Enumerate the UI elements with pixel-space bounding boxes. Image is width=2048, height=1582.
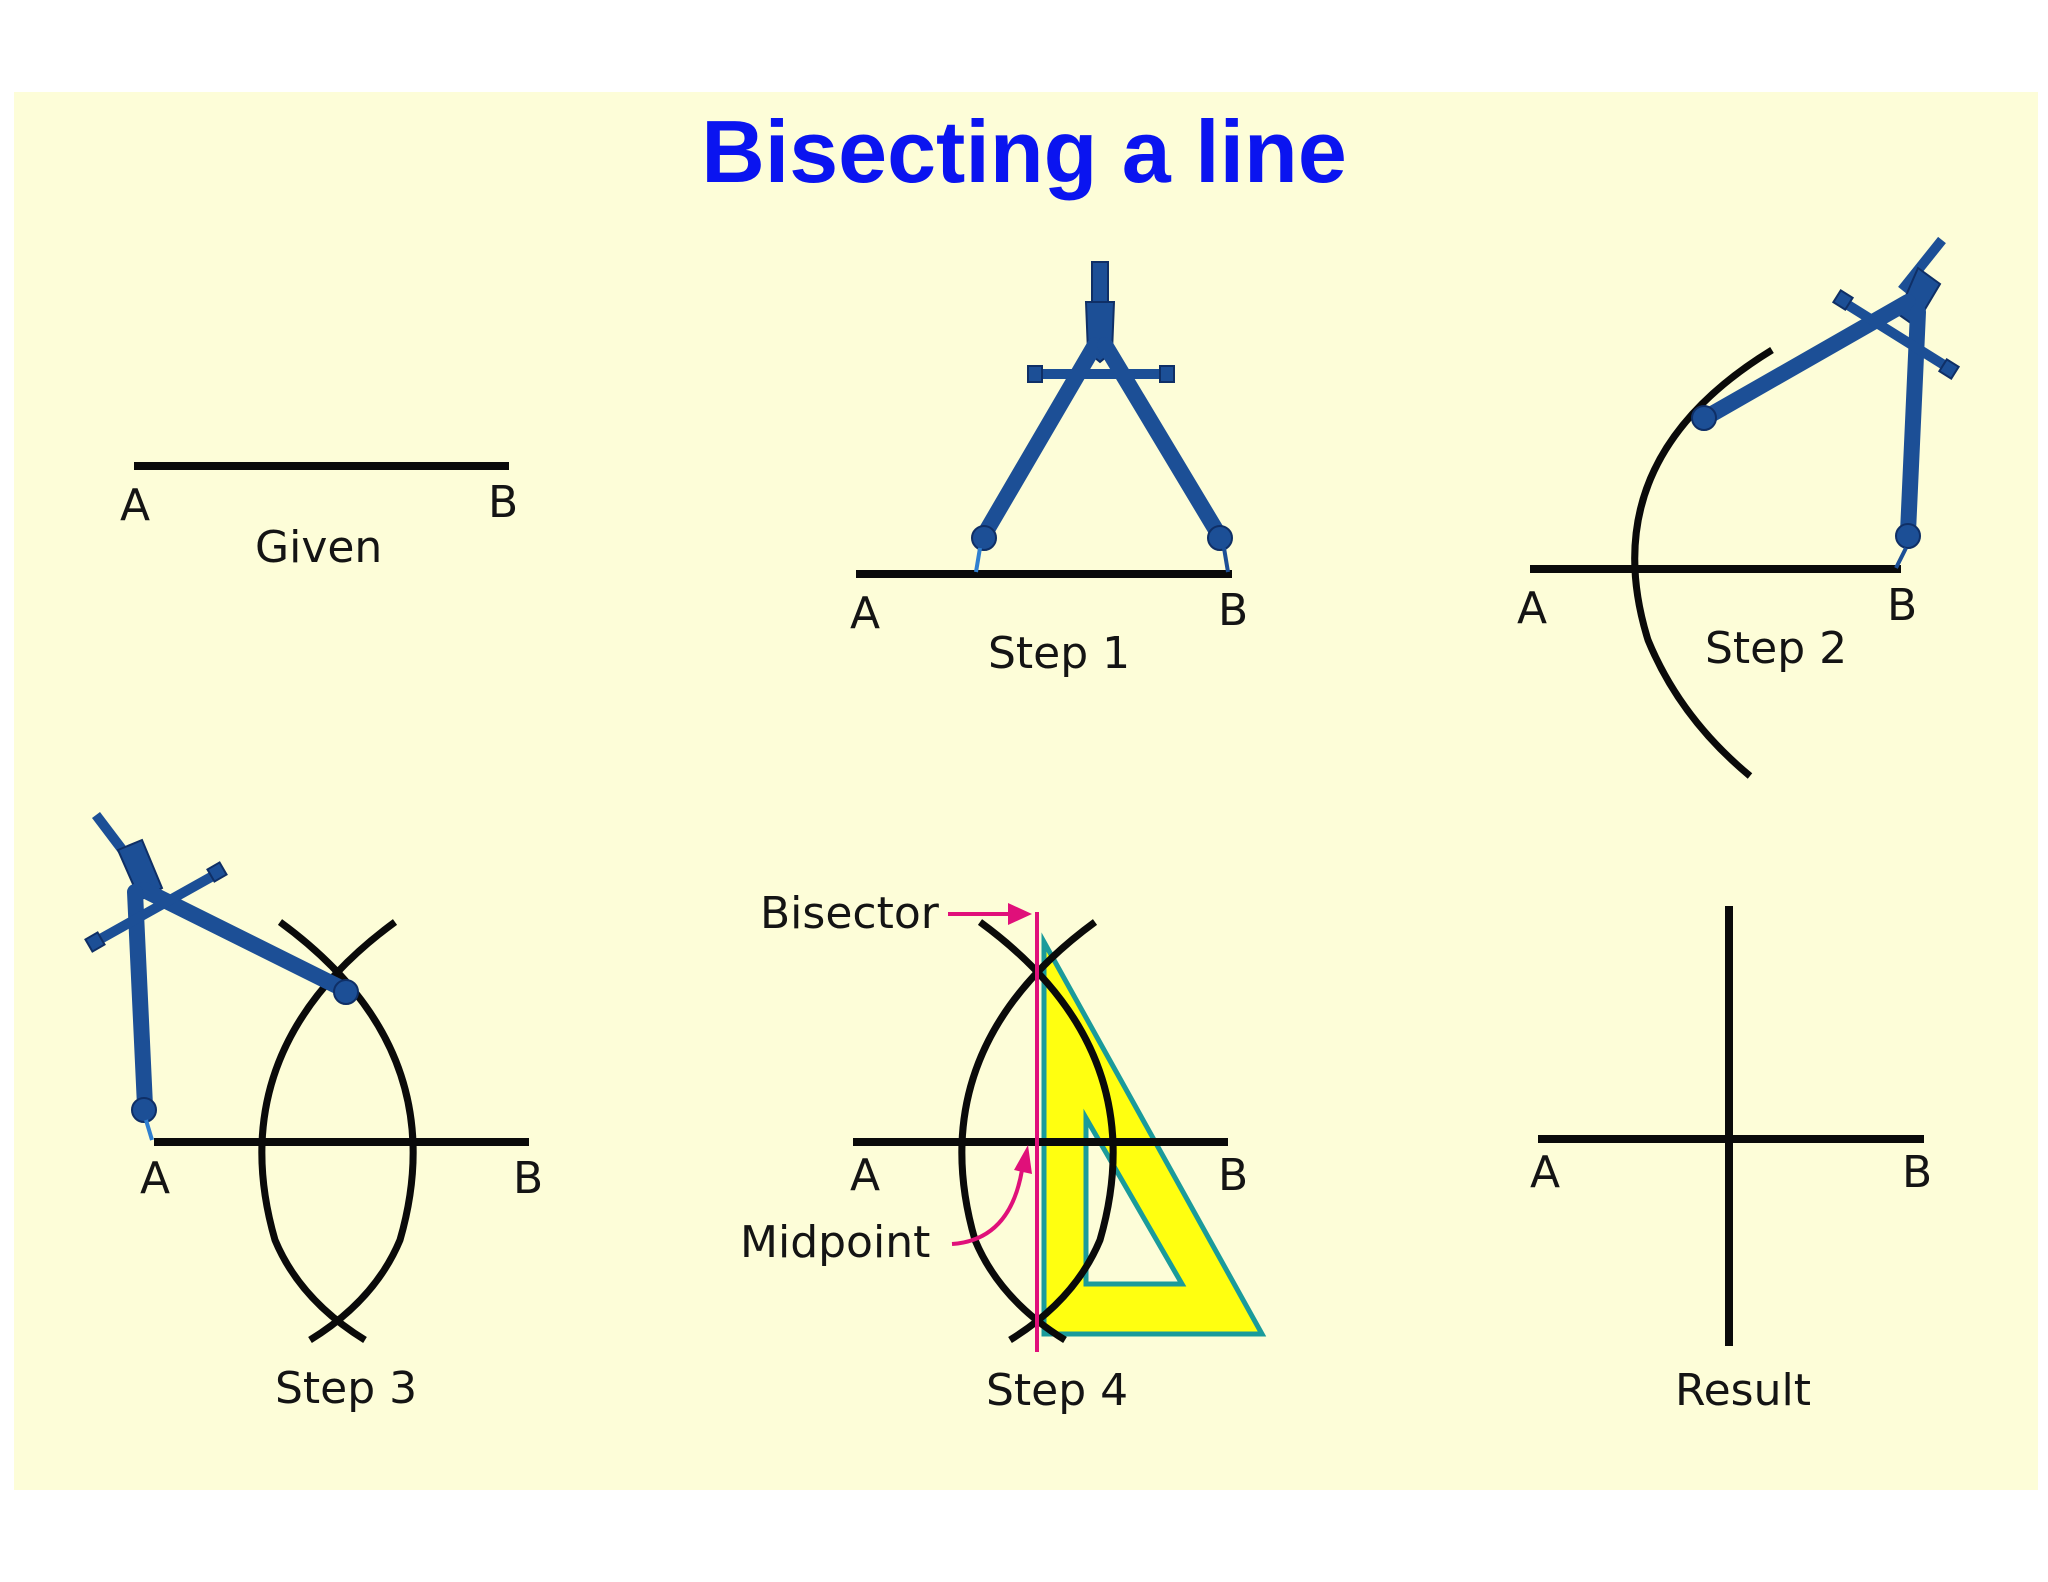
bisector-arrow (948, 903, 1032, 925)
construction-arc-right (977, 919, 1117, 1343)
point-a-label: A (120, 480, 150, 531)
compass-icon (1691, 236, 1961, 569)
point-b-label: B (1902, 1147, 1932, 1198)
point-b-label: B (1887, 580, 1917, 631)
panel-caption: Given (255, 522, 382, 573)
panel-step-4: A B Step 4 Bisector Midpoint (740, 888, 1267, 1416)
midpoint-label: Midpoint (740, 1217, 930, 1268)
panel-step-2: A B Step 2 (1517, 236, 1961, 779)
point-b-label: B (1218, 1150, 1248, 1201)
point-a-label: A (1530, 1147, 1560, 1198)
construction-arc-left (258, 919, 398, 1343)
compass-icon (971, 261, 1233, 573)
page-title: Bisecting a line (701, 102, 1347, 201)
point-a-label: A (850, 1150, 880, 1201)
bisector-label: Bisector (760, 888, 940, 939)
panel-caption: Step 1 (988, 628, 1130, 679)
panel-result: A B Result (1530, 906, 1932, 1416)
panel-caption: Step 4 (986, 1365, 1128, 1416)
point-b-label: B (513, 1153, 543, 1204)
point-a-label: A (850, 588, 880, 639)
panel-caption: Step 3 (275, 1363, 417, 1414)
diagram-background (14, 92, 2038, 1490)
panel-caption: Step 2 (1705, 623, 1847, 674)
panel-given: A B Given (120, 462, 518, 573)
midpoint-arrow (951, 1145, 1032, 1246)
construction-arc-left (958, 919, 1098, 1343)
point-a-label: A (140, 1153, 170, 1204)
panel-caption: Result (1675, 1365, 1811, 1416)
point-b-label: B (1218, 585, 1248, 636)
compass-icon (84, 811, 359, 1141)
panel-step-3: A B Step 3 (84, 811, 543, 1414)
point-a-label: A (1517, 583, 1547, 634)
point-b-label: B (488, 477, 518, 528)
panel-step-1: A B Step 1 (850, 261, 1248, 679)
